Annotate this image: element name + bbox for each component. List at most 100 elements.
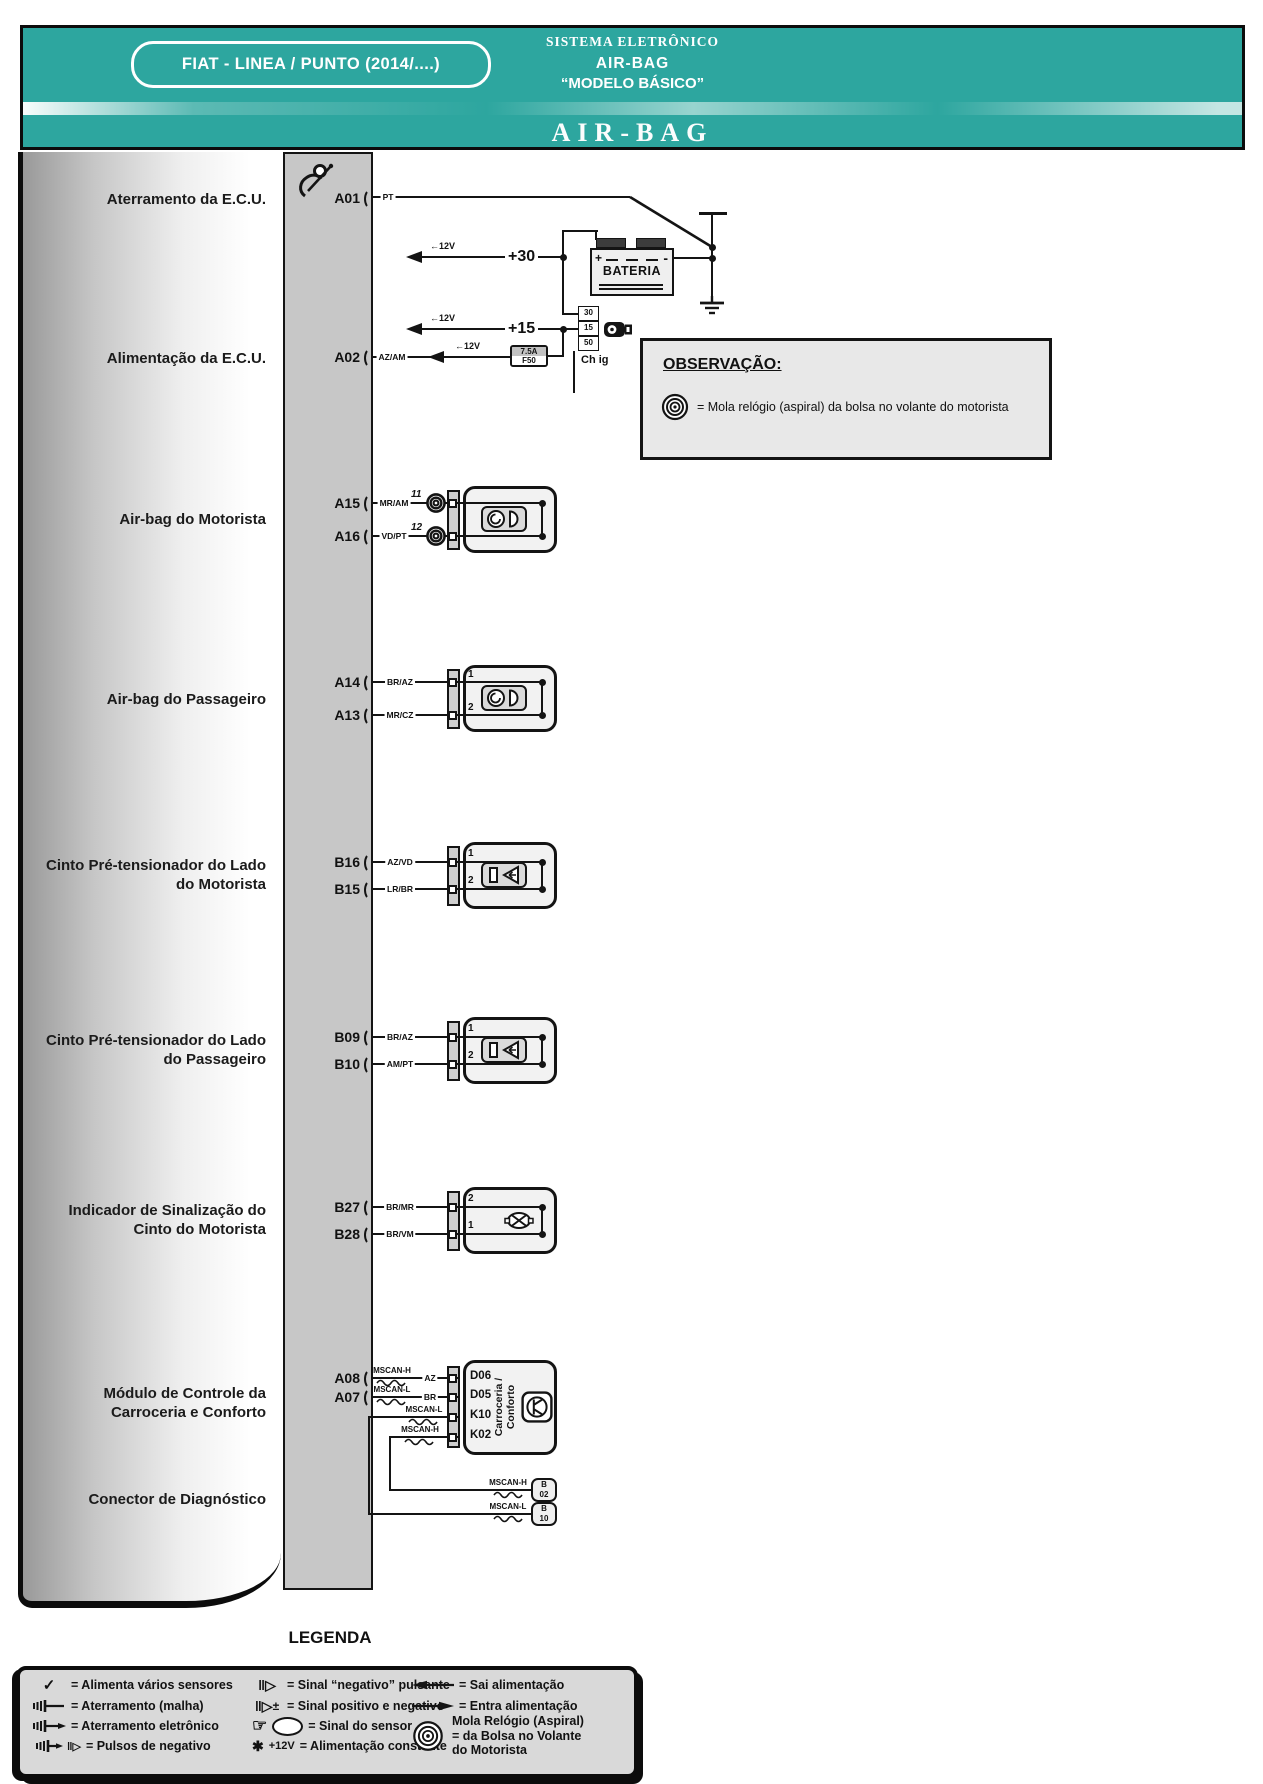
wire-color-label: BR/AZ [385,677,415,687]
power-in-arrow [428,351,444,363]
fuse-f50: 7.5A F50 [510,345,548,367]
fuse-rating: 7.5A [512,347,546,356]
system-subtitle-1: AIR-BAG [595,55,670,72]
pulse-icon: ‖▷ [67,1740,81,1753]
legend-text-line: do Motorista [452,1743,527,1757]
battery-underline [599,284,663,286]
observation-title: OBSERVAÇÃO: [663,356,782,373]
squib-symbol-box [481,506,527,532]
wire-segment [368,1513,533,1516]
plus15-label: +15 [505,320,539,338]
wire-color-label: AZ [422,1373,438,1383]
legend-item: ‖▷± = Sinal positivo e negativo [252,1697,445,1715]
pin-b09: B09 [334,1029,360,1045]
wire-color-label: AM/PT [384,1059,416,1069]
connector-bracket [447,1021,460,1081]
12v-label: ←12V [455,341,481,351]
airbag-squib-icon [484,509,524,529]
system-subtitle-2: “MODELO BÁSICO” [560,75,705,92]
power-out-arrow-icon [412,1680,454,1690]
pin-a02: A02 [334,349,360,365]
junction-dot [538,532,546,540]
wire-segment [372,1206,542,1209]
junction-dot [538,1060,546,1068]
label-line-1: Cinto Pré-tensionador do Lado [46,857,266,874]
ignition-terminal-15: 15 [578,321,599,336]
diag-terminal-row: 10 [539,1514,549,1523]
page-title: AIR-BAG [551,118,714,147]
wire-segment [541,861,544,890]
pin-a15: A15 [334,495,360,511]
12v-label: ←12V [430,241,456,251]
power-in-arrow-icon [412,1701,454,1711]
pin-b28-socket [364,1225,377,1245]
power-out-arrow [406,323,422,335]
legend-box: ✓ = Alimenta vários sensores = Aterramen… [16,1666,638,1778]
module-terminal: K10 [470,1409,492,1421]
twisted-pair-squiggle [493,1514,523,1523]
connector-bracket [447,846,460,906]
legend-item: = Sai alimentação [412,1676,564,1694]
sidebar-label-belt-indicator: Indicador de Sinalização do Cinto do Mot… [18,1201,266,1239]
connector-pin-square [448,1393,457,1402]
pretensioner-icon [484,1040,524,1060]
wire-color-label: AZ/VD [385,857,415,867]
wire-segment [372,1063,542,1066]
wire-number: 12 [411,522,423,533]
battery-label: BATERIA [602,264,662,278]
connector-bracket [447,1366,460,1448]
wire-segment [674,257,712,260]
battery-body: + - BATERIA [590,248,674,296]
legend-text: = Alimenta vários sensores [71,1678,233,1692]
starter-stub-wire [573,351,576,393]
legend-item: ‖▷ = Pulsos de negativo [32,1737,211,1755]
wire-segment [541,1036,544,1065]
power-out-arrow [406,251,422,263]
connector-pin-square [448,1033,457,1042]
battery-cap [636,238,666,248]
pin-a15-socket [364,494,377,514]
wire-segment [420,328,580,331]
sidebar-label-diagnostic: Conector de Diagnóstico [88,1491,266,1508]
clock-spring-icon [426,493,446,513]
label-line-1: Módulo de Controle da [103,1385,267,1402]
connector-pin-square [448,885,457,894]
bus-label: MSCAN-H [373,1366,411,1375]
wire-color-label: MR/CZ [384,710,416,720]
battery-plate-dashes [606,259,658,261]
wire-color-label: BR/VM [384,1229,416,1239]
wire-number: 11 [411,489,422,500]
legend-item: = Aterramento (malha) [32,1697,204,1715]
connector-pin-square [448,532,457,541]
wire-segment [562,329,565,357]
wire-color-label: BR/MR [384,1202,416,1212]
junction-dot [708,254,716,262]
connector-pin-square [448,499,457,508]
wire-segment [372,196,630,199]
sidebar-label-pretensioner-driver: Cinto Pré-tensionador do Lado do Motoris… [18,856,266,894]
wire-segment [372,1396,460,1399]
model-badge: FIAT - LINEA / PUNTO (2014/....) [131,41,491,88]
diag-terminal-row: 02 [539,1490,549,1499]
wire-segment [562,313,580,316]
terminal-number: 1 [468,1023,474,1034]
pulse-negative-icon: ‖▷ [258,1676,276,1693]
module-label-line-2: Conforto [505,1384,517,1430]
observation-text: = Mola relógio (aspiral) da bolsa no vol… [697,400,1009,414]
pin-a13: A13 [334,707,360,723]
wire-segment [547,355,564,358]
wire-color-label: LR/BR [385,884,415,894]
legend-item: ✱ +12V = Alimentação constante [252,1737,447,1755]
airbag-occupant-icon [293,163,334,202]
legend-title: LEGENDA [288,1628,372,1647]
connector-pin-square [448,1433,457,1442]
plus-minus-glyph: ± [272,1699,280,1713]
pin-b10-socket [364,1055,377,1075]
wire-segment [541,681,544,716]
wire-segment [389,1436,460,1439]
sidebar-label-body-module: Módulo de Controle da Carroceria e Confo… [18,1384,267,1422]
pin-b27-socket [364,1198,377,1218]
legend-text: = Sinal “negativo” pulsante [287,1678,450,1692]
wire-segment [372,1233,542,1236]
pin-b28: B28 [334,1226,360,1242]
